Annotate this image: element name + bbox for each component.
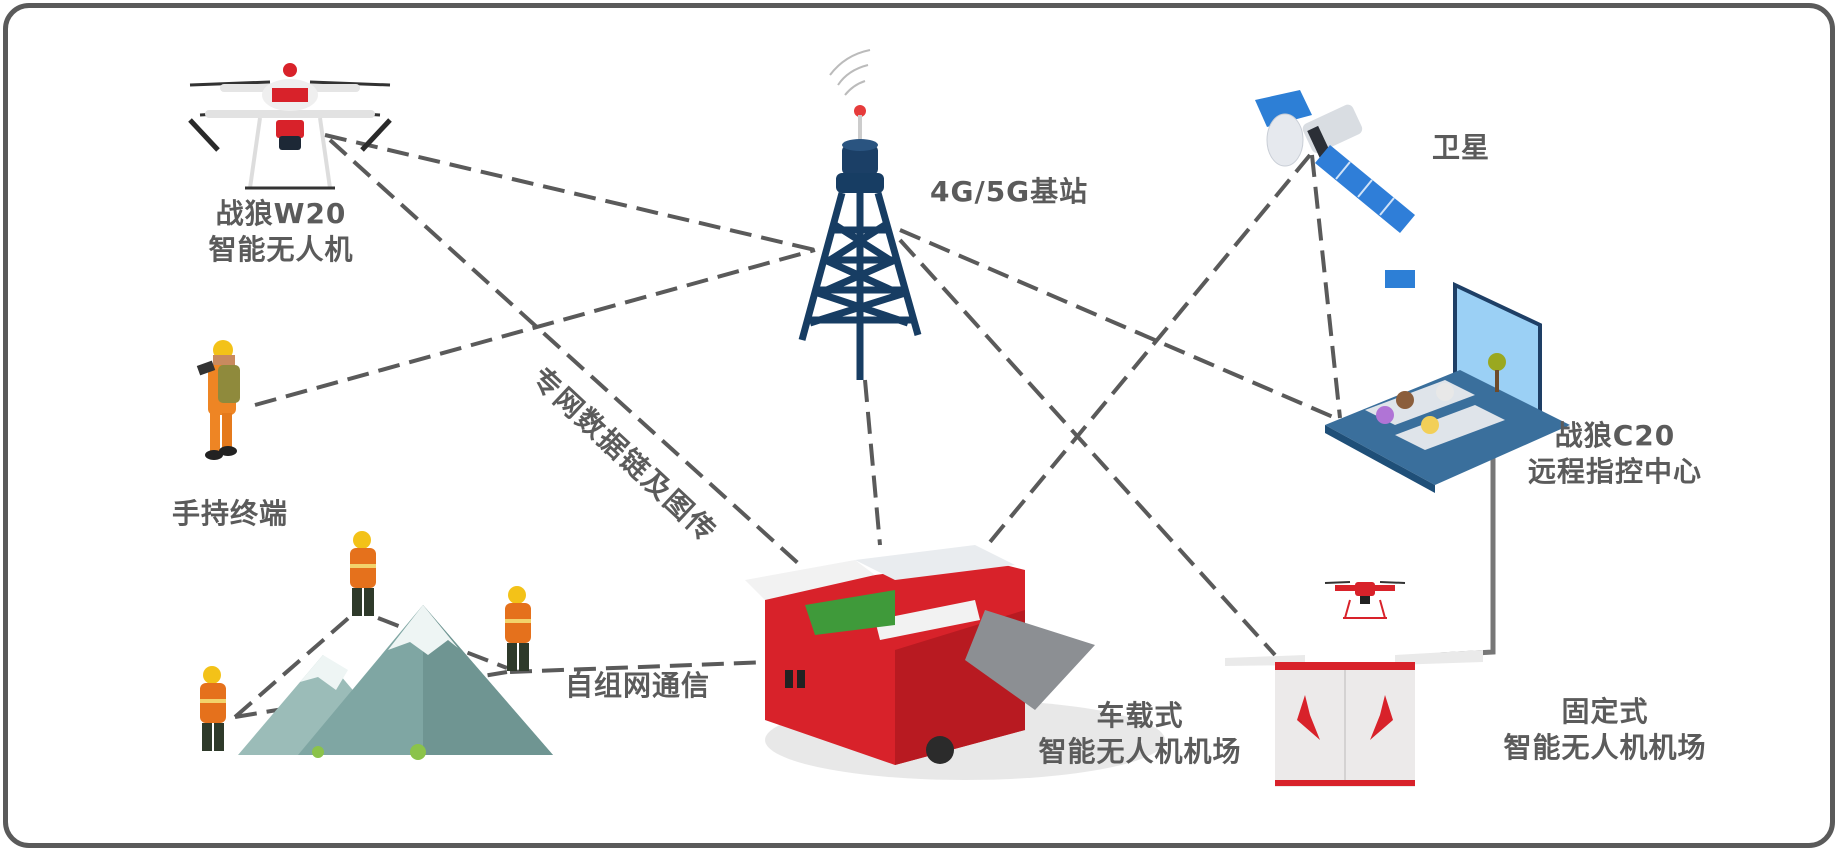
drone-w20-label: 战狼W20 智能无人机 xyxy=(196,196,366,268)
mesh-label: 自组网通信 xyxy=(565,669,711,702)
edge-mesh-vehicle xyxy=(509,660,771,674)
handheld-label: 手持终端 xyxy=(172,497,289,530)
edge-mesh-a xyxy=(233,613,354,719)
vehicle-hangar-desc: 智能无人机机场 xyxy=(1038,735,1242,768)
drone-w20-name: 战狼W20 xyxy=(215,197,347,230)
fixed-hangar-desc: 智能无人机机场 xyxy=(1503,731,1707,764)
base-station-label: 4G/5G基站 xyxy=(930,175,1089,208)
edge-satellite-command xyxy=(1310,154,1342,419)
edge-handheld-tower xyxy=(254,248,816,407)
fixed-hangar-type: 固定式 xyxy=(1561,695,1649,728)
command-center-label: 战狼C20 远程指控中心 xyxy=(1520,418,1710,490)
firefighter-left-icon xyxy=(200,666,226,751)
firefighter-right-icon xyxy=(505,586,531,671)
vehicle-hangar-icon xyxy=(745,545,1165,780)
edge-tower-fixed xyxy=(898,238,1277,657)
command-center-desc: 远程指控中心 xyxy=(1527,455,1702,488)
satellite-icon xyxy=(1255,90,1415,233)
firefighter-top-icon xyxy=(350,531,376,616)
fixed-hangar-label: 固定式 智能无人机机场 xyxy=(1490,694,1720,766)
private-link-label: 专网数据链及图传 xyxy=(525,361,723,549)
command-center-name: 战狼C20 xyxy=(1554,419,1676,452)
satellite-label: 卫星 xyxy=(1432,131,1491,164)
mountain-icon xyxy=(238,605,553,760)
drone-w20-desc: 智能无人机 xyxy=(208,233,354,266)
edge-tower-command xyxy=(899,228,1341,422)
drone-w20-icon xyxy=(188,63,392,190)
fixed-hangar-icon xyxy=(1225,581,1483,787)
edge-drone-vehicle xyxy=(328,138,802,567)
diagram-frame xyxy=(3,3,1835,848)
vehicle-hangar-label: 车载式 智能无人机机场 xyxy=(1025,698,1255,770)
handheld-operator-icon xyxy=(196,340,240,460)
cell-tower-icon xyxy=(798,49,922,380)
edge-satellite-vehicle xyxy=(983,153,1312,550)
vehicle-hangar-type: 车载式 xyxy=(1096,699,1184,732)
edge-tower-vehicle xyxy=(863,379,882,546)
command-center-icon xyxy=(1325,270,1570,493)
edge-drone-tower xyxy=(324,133,816,252)
